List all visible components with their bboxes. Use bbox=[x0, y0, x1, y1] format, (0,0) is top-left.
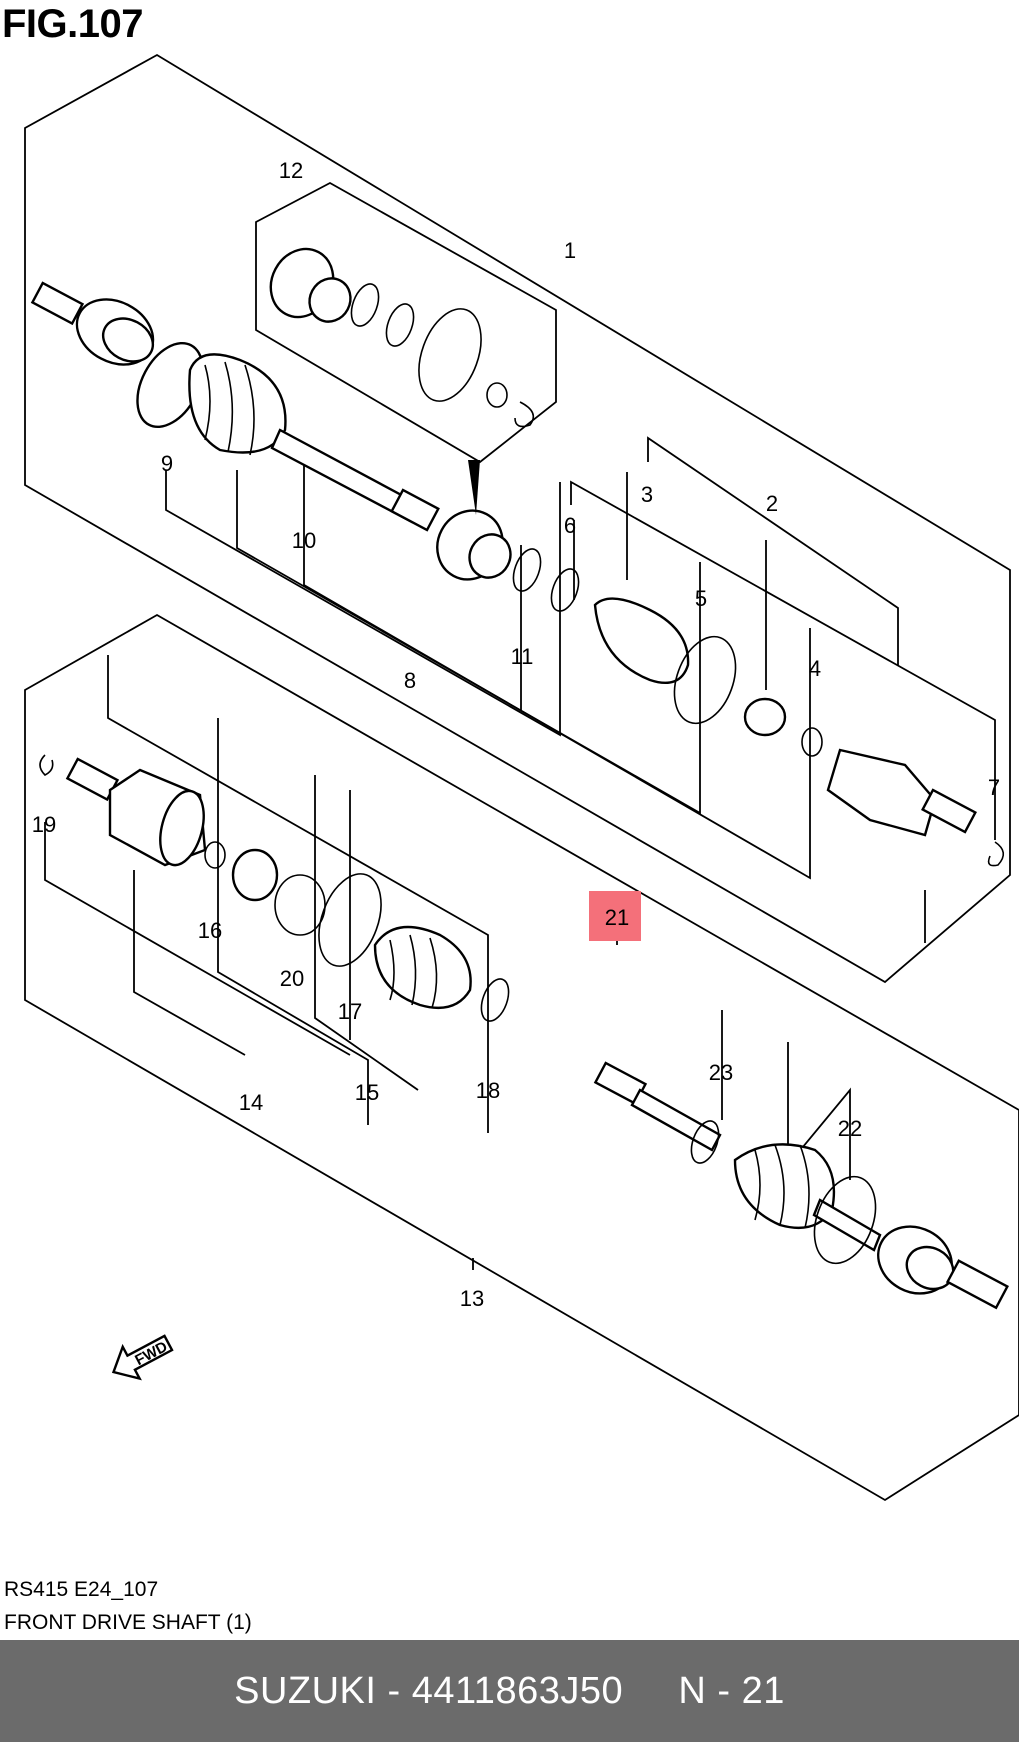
kit-12-frame bbox=[255, 181, 557, 464]
callout-3: 3 bbox=[641, 482, 653, 507]
callout-9: 9 bbox=[161, 451, 173, 476]
callout-8: 8 bbox=[404, 668, 416, 693]
callout-17: 17 bbox=[338, 999, 362, 1024]
assembly-outline-upper bbox=[24, 53, 1011, 984]
bracket-lines-upper bbox=[165, 470, 561, 737]
callout-7: 7 bbox=[988, 775, 1000, 800]
callout-19: 19 bbox=[32, 812, 56, 837]
clamps-kit-12 bbox=[350, 283, 535, 428]
boot-upper-outer bbox=[188, 353, 287, 456]
callout-1: 1 bbox=[564, 238, 576, 263]
inner-joint-frame bbox=[647, 436, 899, 665]
bracket-lines-lower-4 bbox=[133, 870, 246, 1056]
bracket-lines-lower-8 bbox=[787, 1042, 851, 1180]
bracket-lines-lower-5 bbox=[314, 775, 419, 1091]
callout-16: 16 bbox=[198, 918, 222, 943]
callout-12: 12 bbox=[279, 158, 303, 183]
callout-10: 10 bbox=[292, 528, 316, 553]
footer-bar: SUZUKI - 4411863J50 N - 21 bbox=[0, 1640, 1019, 1742]
callout-2: 2 bbox=[766, 491, 778, 516]
assembly-outline-lower bbox=[24, 613, 1019, 1502]
outer-joint-upper bbox=[30, 281, 204, 429]
footer-text: SUZUKI - 4411863J50 N - 21 bbox=[234, 1669, 785, 1712]
fwd-arrow: FWD bbox=[111, 1334, 174, 1381]
bracket-lines-lower bbox=[107, 655, 489, 1133]
bracket-lines-lower-2 bbox=[217, 718, 369, 1125]
callout-20: 20 bbox=[280, 966, 304, 991]
figure-code: RS415 E24_107 bbox=[4, 1578, 159, 1601]
inner-joint-frame-2 bbox=[570, 480, 996, 840]
callout-21[interactable]: 21 bbox=[605, 905, 629, 930]
arrow-pointer bbox=[468, 460, 480, 515]
shaft-upper bbox=[270, 428, 440, 532]
boot-lower-inner bbox=[373, 925, 510, 1022]
callout-4: 4 bbox=[809, 656, 821, 681]
inner-joint-lower bbox=[39, 754, 382, 967]
callout-15: 15 bbox=[355, 1080, 379, 1105]
bracket-lines-lower-3 bbox=[44, 822, 351, 1056]
highlighted-callout-box bbox=[589, 891, 641, 941]
callout-22: 22 bbox=[838, 1116, 862, 1141]
figure-title: FIG.107 bbox=[2, 2, 144, 46]
callout-23: 23 bbox=[709, 1060, 733, 1085]
callout-5: 5 bbox=[695, 586, 707, 611]
callout-11: 11 bbox=[511, 644, 534, 669]
figure-name: FRONT DRIVE SHAFT (1) bbox=[4, 1611, 252, 1634]
inner-joint-upper bbox=[512, 548, 1005, 867]
damper-upper bbox=[269, 247, 512, 581]
callout-6: 6 bbox=[564, 513, 576, 538]
outer-joint-lower bbox=[593, 1061, 1009, 1310]
bracket-lines-upper-3 bbox=[303, 458, 811, 880]
callout-18: 18 bbox=[476, 1078, 500, 1103]
callout-14: 14 bbox=[239, 1090, 263, 1115]
callout-13: 13 bbox=[460, 1286, 484, 1311]
